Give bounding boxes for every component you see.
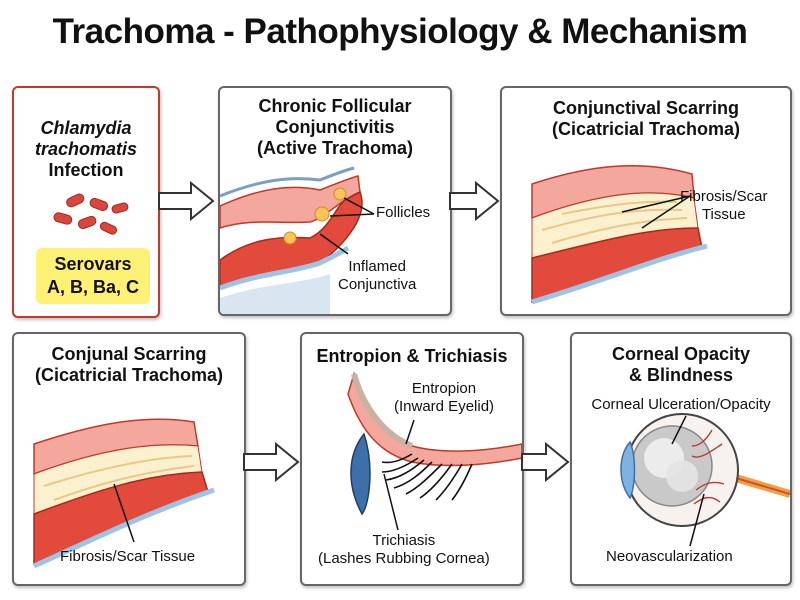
title-line: (Active Trachoma) bbox=[256, 138, 414, 158]
label-corneal-ulceration: Corneal Ulceration/Opacity bbox=[591, 396, 771, 413]
title-line: (Cicatricial Trachoma) bbox=[34, 365, 224, 385]
label-line: Tissue bbox=[701, 206, 746, 223]
pathogen-species: trachomatis bbox=[34, 139, 138, 159]
bacterium bbox=[77, 215, 97, 230]
panel-conjunal-scarring: Conjunal Scarring (Cicatricial Trachoma)… bbox=[12, 332, 246, 586]
label-neovascularization: Neovascularization bbox=[606, 548, 733, 565]
lens-front bbox=[620, 440, 636, 500]
upper-tissue bbox=[220, 175, 361, 229]
lower-sclera bbox=[220, 274, 330, 314]
fibrosis-pointer bbox=[621, 195, 691, 213]
scar-strand bbox=[53, 465, 195, 501]
serovars-label: Serovars bbox=[54, 254, 132, 274]
entropion-illustration bbox=[347, 371, 522, 531]
panel-corneal-opacity: Corneal Opacity & Blindness Corneal Ulce… bbox=[570, 332, 792, 586]
bacterium bbox=[53, 212, 73, 225]
entropion-pointer bbox=[405, 419, 415, 445]
follicles-pointer bbox=[329, 213, 375, 217]
eyelid-rim bbox=[351, 373, 414, 449]
scar-strand bbox=[541, 208, 683, 231]
fibrosis-pointer bbox=[641, 195, 691, 229]
title-line: Entropion & Trichiasis bbox=[316, 346, 508, 366]
bacterium bbox=[89, 197, 109, 212]
lower-membrane bbox=[531, 243, 708, 305]
label-line: Conjunctiva bbox=[338, 276, 417, 293]
ulceration-pointer bbox=[671, 415, 687, 445]
follicular-conjunctiva-illustration bbox=[220, 166, 375, 314]
title-line: & Blindness bbox=[628, 365, 734, 385]
label-line: (Lashes Rubbing Cornea) bbox=[318, 550, 490, 567]
cornea bbox=[350, 432, 371, 516]
follicles-pointer bbox=[343, 197, 375, 215]
label-entropion: Entropion (Inward Eyelid) bbox=[394, 380, 494, 416]
label-line: Trichiasis bbox=[372, 532, 436, 549]
panel-entropion-trichiasis: Entropion & Trichiasis Entropion (Inward… bbox=[300, 332, 524, 586]
arrow-right-3 bbox=[243, 442, 300, 482]
follicle bbox=[314, 206, 330, 222]
label-fibrosis-scar-tissue: Fibrosis/Scar Tissue bbox=[680, 188, 768, 224]
panel-entropion-title: Entropion & Trichiasis bbox=[302, 346, 522, 367]
lower-membrane bbox=[220, 245, 350, 291]
scarring2-illustration bbox=[32, 418, 215, 569]
label-inflamed-conjunctiva: Inflamed Conjunctiva bbox=[338, 258, 416, 294]
scar-strand bbox=[551, 217, 688, 244]
neovasc-pointer bbox=[689, 493, 705, 547]
scar-strand bbox=[43, 455, 193, 487]
label-fibrosis-scar-tissue-2: Fibrosis/Scar Tissue bbox=[60, 548, 196, 565]
panel-follicular-conjunctivitis: Chronic Follicular Conjunctivitis (Activ… bbox=[218, 86, 452, 316]
eye-illustration bbox=[620, 413, 790, 547]
arrow-right-4 bbox=[521, 442, 570, 482]
arrow-right-1 bbox=[158, 181, 215, 221]
label-line: Inflamed bbox=[348, 258, 406, 275]
panel-scarring-title: Conjunctival Scarring (Cicatricial Trach… bbox=[502, 98, 790, 140]
bacterium bbox=[99, 221, 118, 235]
title-line: Chronic Follicular bbox=[258, 96, 412, 116]
label-line: Entropion bbox=[411, 380, 477, 397]
panel-corneal-title: Corneal Opacity & Blindness bbox=[572, 344, 790, 386]
trichiasis-pointer bbox=[383, 473, 399, 531]
bacterium bbox=[66, 193, 85, 208]
title-line: Conjunctival Scarring bbox=[552, 98, 740, 118]
blood-vessels bbox=[691, 429, 725, 505]
bacterium bbox=[111, 202, 129, 214]
infection-word: Infection bbox=[48, 160, 124, 180]
label-line: Fibrosis/Scar bbox=[680, 188, 768, 205]
label-trichiasis: Trichiasis (Lashes Rubbing Cornea) bbox=[318, 532, 490, 568]
title-line: Conjunal Scarring bbox=[51, 344, 207, 364]
serovars-list: A, B, Ba, C bbox=[46, 277, 139, 297]
panel-infection: Chlamydia trachomatis Infection Serovars… bbox=[12, 86, 160, 318]
upper-membrane bbox=[220, 166, 355, 198]
title-line: Conjunctivitis bbox=[275, 117, 395, 137]
panel-follicular-title: Chronic Follicular Conjunctivitis (Activ… bbox=[220, 96, 450, 159]
serovars-badge: Serovars A, B, Ba, C bbox=[36, 248, 150, 304]
panel-infection-title: Chlamydia trachomatis Infection bbox=[14, 118, 158, 181]
pathogen-genus: Chlamydia bbox=[40, 118, 132, 138]
lower-membrane bbox=[32, 487, 215, 569]
panel-conjunctival-scarring: Conjunctival Scarring (Cicatricial Trach… bbox=[500, 86, 792, 316]
label-follicles: Follicles bbox=[376, 204, 431, 221]
bacteria-illustration bbox=[53, 193, 129, 235]
title-line: (Cicatricial Trachoma) bbox=[551, 119, 741, 139]
eyelashes bbox=[381, 453, 473, 501]
label-line: (Inward Eyelid) bbox=[394, 398, 495, 415]
panel-scarring2-title: Conjunal Scarring (Cicatricial Trachoma) bbox=[14, 344, 244, 386]
follicle bbox=[333, 187, 347, 201]
inflamed-pointer bbox=[319, 233, 349, 255]
arrow-right-2 bbox=[449, 181, 500, 221]
scarring-illustration bbox=[531, 164, 708, 305]
fibrosis-pointer bbox=[113, 483, 135, 543]
opacity-patch bbox=[666, 460, 698, 492]
follicle bbox=[283, 231, 297, 245]
page-title: Trachoma - Pathophysiology & Mechanism bbox=[52, 12, 748, 51]
title-line: Corneal Opacity bbox=[611, 344, 751, 364]
